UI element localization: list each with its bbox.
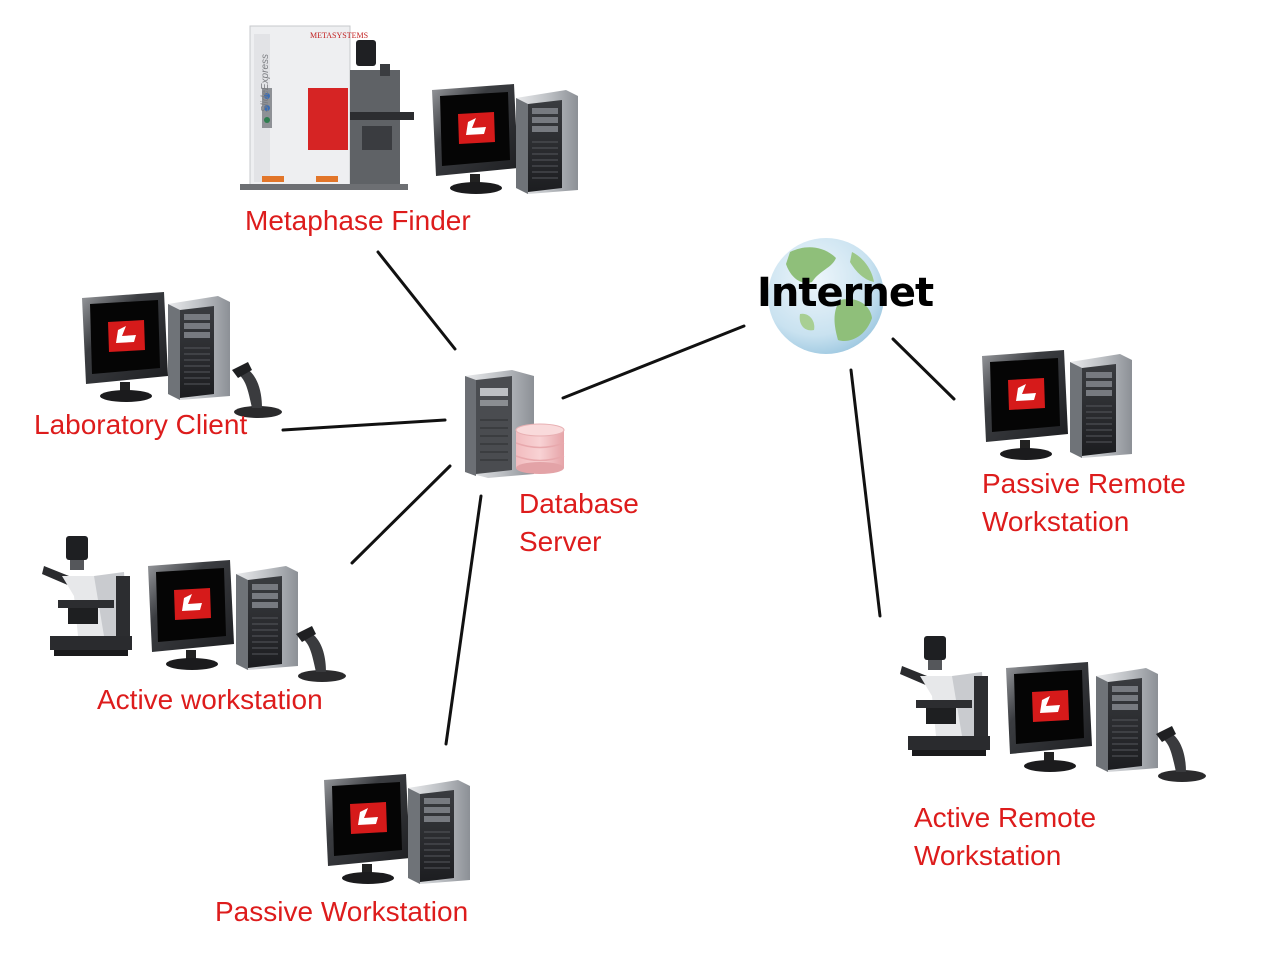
monitor-icon: [148, 560, 234, 670]
pc-tower-icon: [167, 295, 231, 401]
passive-workstation-label: Passive Workstation: [215, 896, 469, 927]
monitor-icon: [1006, 662, 1092, 772]
monitor-icon: [82, 292, 168, 402]
metaphase-finder-label: Metaphase Finder: [245, 205, 471, 236]
pc-tower-icon: [515, 89, 579, 195]
connection-lines: [281, 250, 956, 746]
link-active-workstation: [350, 464, 452, 565]
link-active-remote-workstation: [849, 368, 882, 618]
machine-label: SlideExpress: [260, 54, 271, 112]
active-workstation-label: Active workstation: [97, 684, 323, 715]
link-metaphase-finder: [376, 250, 457, 351]
monitor-icon: [432, 84, 518, 194]
pc-tower-icon: [1069, 353, 1133, 459]
link-internet: [561, 324, 746, 400]
pc-tower-icon: [235, 565, 299, 671]
microscope-icon: [900, 636, 990, 756]
database-icon: [515, 423, 565, 474]
active-remote-workstation-label: Active Remote Workstation: [914, 802, 1097, 871]
active-remote-workstation-node: [900, 636, 1206, 782]
link-laboratory-client: [281, 418, 447, 432]
laboratory-client-node: [82, 292, 282, 418]
internet-label: Internet: [757, 270, 934, 316]
pc-tower-icon: [407, 779, 471, 885]
link-passive-remote-workstation: [891, 337, 956, 401]
link-passive-workstation: [444, 494, 483, 746]
database-server-label: Database Server: [519, 488, 639, 557]
microscope-icon: [42, 536, 132, 656]
active-workstation-node: [42, 536, 346, 682]
machine-brand: METASYSTEMS: [310, 31, 368, 40]
slide-scanner-icon: SlideExpress METASYSTEMS: [240, 25, 414, 190]
monitor-icon: [982, 350, 1068, 460]
laboratory-client-label: Laboratory Client: [34, 409, 248, 440]
monitor-icon: [324, 774, 410, 884]
internet-node: [768, 238, 884, 354]
metaphase-finder-node: SlideExpress METASYSTEMS: [240, 25, 579, 195]
database-server-node: [465, 370, 565, 478]
barcode-scanner-icon: [1156, 726, 1206, 782]
pc-tower-icon: [1095, 667, 1159, 773]
passive-remote-workstation-node: [982, 350, 1133, 460]
passive-remote-workstation-label: Passive Remote Workstation: [982, 468, 1186, 537]
passive-workstation-node: [324, 774, 471, 885]
barcode-scanner-icon: [296, 626, 346, 682]
globe-icon: [768, 238, 884, 354]
